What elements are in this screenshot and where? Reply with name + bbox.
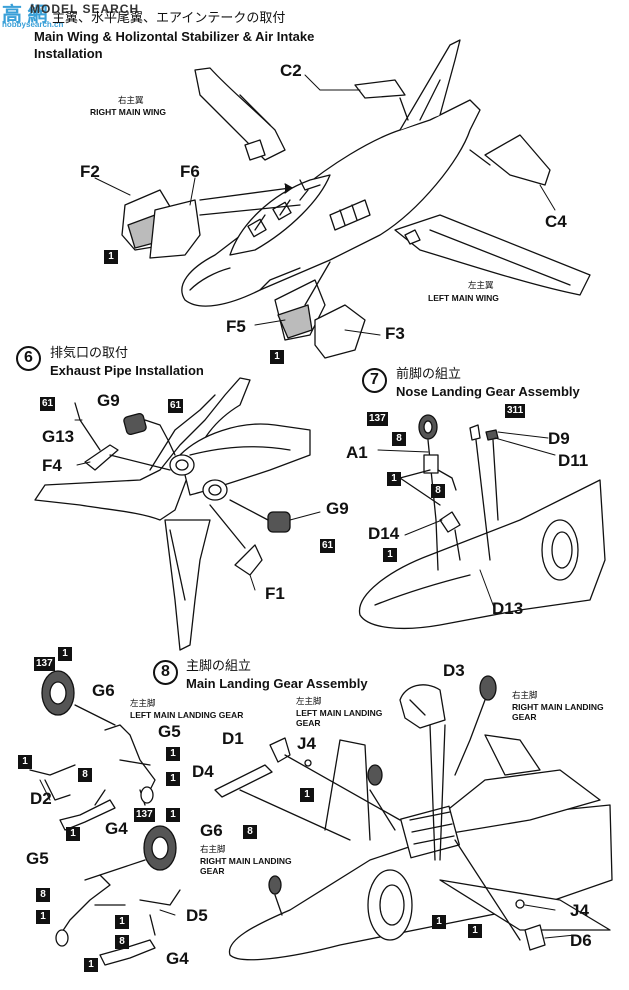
right-main-gear-en-2: GEAR: [200, 866, 225, 876]
step6-tail: [34, 377, 311, 651]
color-ref: 8: [392, 432, 406, 446]
step5-title-jp: 主翼、水平尾翼、エアインテークの取付: [52, 11, 286, 26]
part-label-d1: D1: [222, 729, 244, 748]
color-ref: 8: [115, 935, 129, 949]
part-label-d11: D11: [558, 451, 589, 470]
step5-title-en: Main Wing & Holizontal Stabilizer & Air …: [34, 29, 315, 44]
color-ref: 1: [166, 808, 180, 822]
part-label-c4: C4: [545, 212, 567, 231]
part-label-f1: F1: [265, 584, 285, 603]
part-label-d4: D4: [192, 762, 214, 781]
part-label-j4-lower: J4: [570, 901, 589, 920]
left-gear-2-en: LEFT MAIN LANDING: [296, 708, 383, 718]
color-ref: 1: [66, 827, 80, 841]
color-ref: 61: [320, 539, 336, 553]
left-gear-2-en-2: GEAR: [296, 718, 321, 728]
color-ref: 1: [84, 958, 98, 972]
part-label-a1: A1: [346, 443, 368, 462]
part-label-f6: F6: [180, 162, 200, 181]
right-main-gear-jp: 右主脚: [200, 845, 226, 855]
part-label-d14: D14: [368, 524, 400, 543]
part-label-c2: C2: [280, 61, 302, 80]
color-ref: 1: [432, 915, 446, 929]
leader-lines: [39, 74, 576, 939]
part-label-d9: D9: [548, 429, 570, 448]
left-main-wing-en: LEFT MAIN WING: [428, 293, 499, 303]
color-ref: 61: [40, 397, 56, 411]
step7-title-jp: 前脚の組立: [396, 367, 462, 382]
color-ref: 1: [104, 250, 118, 264]
right-gear-en-2: GEAR: [512, 712, 537, 722]
step5-airframe: [121, 39, 591, 359]
color-ref: 1: [18, 755, 32, 769]
part-label-g4-lower: G4: [166, 949, 189, 968]
color-ref: 137: [134, 808, 155, 822]
right-gear-en: RIGHT MAIN LANDING: [512, 702, 604, 712]
step6-number: 6: [16, 346, 41, 371]
part-label-j4: J4: [297, 734, 316, 753]
color-ref: 1: [270, 350, 284, 364]
color-ref: 8: [431, 484, 445, 498]
right-main-wing-en: RIGHT MAIN WING: [90, 107, 167, 117]
part-label-f3: F3: [385, 324, 405, 343]
part-label-g6-lower: G6: [200, 821, 223, 840]
color-ref: 137: [34, 657, 55, 671]
part-label-d3: D3: [443, 661, 465, 680]
color-ref: 8: [36, 888, 50, 902]
part-label-d6: D6: [570, 931, 592, 950]
step7-title-en: Nose Landing Gear Assembly: [396, 384, 580, 399]
left-main-gear-en: LEFT MAIN LANDING GEAR: [130, 710, 244, 720]
step8-number: 8: [153, 660, 178, 685]
part-label-f2: F2: [80, 162, 100, 181]
part-label-f4: F4: [42, 456, 62, 475]
right-main-wing-jp: 右主翼: [118, 96, 144, 106]
color-ref: 1: [58, 647, 72, 661]
left-gear-2-jp: 左主脚: [296, 697, 322, 707]
color-ref: 311: [505, 404, 526, 418]
part-label-g5: G5: [158, 722, 181, 741]
color-ref: 8: [243, 825, 257, 839]
color-ref: 1: [166, 772, 180, 786]
left-main-wing-jp: 左主翼: [468, 281, 494, 291]
watermark-url: hobbysearch.cn: [2, 20, 64, 29]
step7-nose: [358, 414, 606, 630]
step6-title-en: Exhaust Pipe Installation: [50, 363, 204, 378]
part-label-g6: G6: [92, 681, 115, 700]
step7-number: 7: [362, 368, 387, 393]
part-label-d2: D2: [30, 789, 52, 808]
right-main-gear-en: RIGHT MAIN LANDING: [200, 856, 292, 866]
color-ref: 1: [115, 915, 129, 929]
color-ref: 1: [300, 788, 314, 802]
color-ref: 61: [168, 399, 184, 413]
part-label-d13: D13: [492, 599, 524, 618]
color-ref: 1: [36, 910, 50, 924]
part-label-f5: F5: [226, 317, 246, 336]
watermark-text: MODEL SEARCH: [30, 2, 140, 16]
part-label-g9: G9: [97, 391, 120, 410]
right-gear-jp: 右主脚: [512, 691, 538, 701]
part-label-g5-lower: G5: [26, 849, 49, 868]
part-label-g9-lower: G9: [326, 499, 349, 518]
color-ref: 1: [166, 747, 180, 761]
color-ref: 137: [367, 412, 388, 426]
part-label-g13: G13: [42, 427, 75, 446]
color-ref: 8: [78, 768, 92, 782]
watermark-logo: 高 網: [2, 4, 48, 26]
color-ref: 1: [468, 924, 482, 938]
left-main-gear-jp: 左主脚: [130, 699, 156, 709]
step6-title-jp: 排気口の取付: [50, 346, 129, 361]
step8-title-en: Main Landing Gear Assembly: [186, 676, 368, 691]
step8-main-gear: [29, 670, 613, 966]
color-ref: 1: [383, 548, 397, 562]
part-label-d5: D5: [186, 906, 208, 925]
part-label-g4: G4: [105, 819, 128, 838]
step8-title-jp: 主脚の組立: [186, 659, 252, 674]
color-ref: 1: [387, 472, 401, 486]
step5-title-en-2: Installation: [34, 46, 103, 61]
